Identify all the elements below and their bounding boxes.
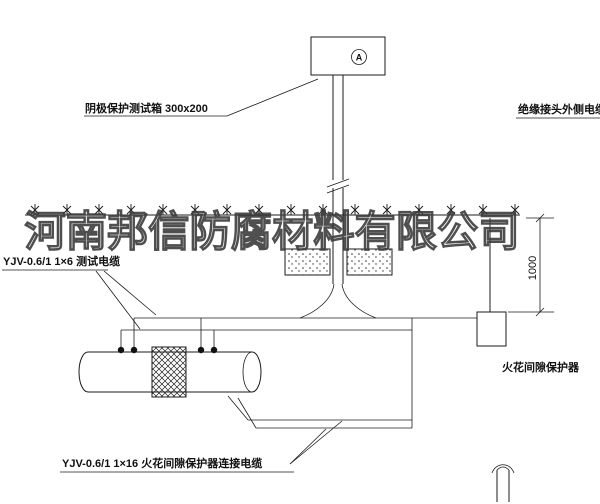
test-cable-label: YJV-0.6/1 1×6 测试电缆 (3, 254, 120, 268)
cable-connection-dots (117, 346, 218, 354)
conduit (326, 75, 350, 284)
leader-line (95, 270, 141, 330)
pipe-end-cap-left (78, 351, 89, 393)
meter-letter: A (356, 53, 363, 63)
test-box-label: 阴极保护测试箱 300x200 (85, 101, 208, 115)
spark-gap-protector-box (476, 311, 507, 347)
pipe-end-cap-right (251, 351, 262, 393)
riser-break-symbol (491, 464, 515, 502)
concrete-foundations (284, 248, 393, 276)
outer-cable-label: 绝缘接头外侧电缆 (518, 102, 600, 116)
test-cable-annotation: YJV-0.6/1 1×6 测试电缆 (2, 254, 157, 330)
test-box-annotation: 阴极保护测试箱 300x200 (84, 78, 319, 117)
dimension-text: 1000 (527, 256, 539, 280)
leader-line (226, 78, 319, 117)
leader-line (103, 270, 157, 316)
spark-gap-label: 火花间隙保护器 (502, 360, 580, 374)
test-box: A (310, 36, 386, 76)
dim-tick-icon (535, 213, 545, 223)
watermark-text: 河南邦信防腐材料有限公司 (25, 208, 520, 255)
spark-gap-protector: 火花间隙保护器 (476, 218, 580, 374)
pipe (78, 346, 262, 398)
leader-line (289, 428, 327, 465)
insulating-joint (151, 346, 187, 398)
bottom-cable-label: YJV-0.6/1 1×16 火花间隙保护器连接电缆 (62, 456, 262, 470)
dimension-1000: 1000 (508, 213, 554, 317)
ground-line (25, 203, 520, 216)
meter-circle-icon (351, 49, 367, 65)
dim-tick-icon (535, 307, 545, 317)
leader-line (289, 420, 343, 465)
outer-cable-annotation: 绝缘接头外侧电缆 (516, 102, 600, 119)
bottom-cable-annotation: YJV-0.6/1 1×16 火花间隙保护器连接电缆 (60, 420, 343, 473)
pipe-break-icon (326, 178, 350, 188)
